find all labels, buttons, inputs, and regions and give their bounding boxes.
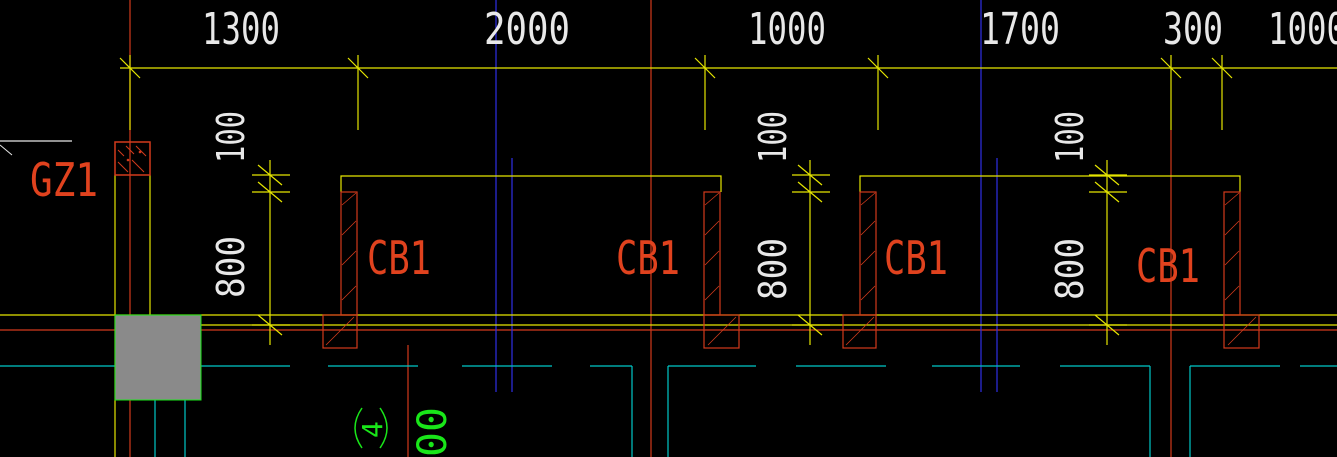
column-label-gz1: GZ1 [30, 153, 98, 207]
vertical-dimensions: 100 800 100 800 100 800 [209, 111, 1092, 300]
green-annotation [354, 407, 388, 449]
dim-100-a: 100 [209, 111, 253, 163]
beam-label-cb1-4: CB1 [1136, 239, 1200, 293]
dimension-1700: 1700 [980, 4, 1060, 55]
dimension-1300: 1300 [202, 4, 280, 55]
gz1-leader-tick [0, 144, 13, 156]
beam-label-cb1-1: CB1 [367, 231, 431, 285]
blue-axis-lines [495, 0, 998, 392]
yellow-lines [0, 55, 1337, 457]
structural-column [114, 314, 202, 401]
dim-800-c: 800 [1048, 238, 1092, 300]
beam-label-cb1-2: CB1 [616, 231, 680, 285]
annotation-green-value: 00 [410, 407, 456, 457]
beam-posts [322, 191, 1260, 349]
dimension-2000: 2000 [484, 4, 570, 55]
dim-100-b: 100 [751, 111, 795, 163]
annotation-circled-number: 4 [356, 421, 389, 438]
dimension-1000-right: 1000 [1268, 4, 1337, 55]
red-labels: GZ1 CB1 CB1 CB1 CB1 [30, 153, 1200, 293]
dimension-1000: 1000 [748, 4, 826, 55]
beam-label-cb1-3: CB1 [884, 231, 948, 285]
top-dimensions: 1300 2000 1000 1700 300 1000 [202, 4, 1337, 55]
dim-800-b: 800 [751, 238, 795, 300]
dim-800-a: 800 [209, 236, 253, 298]
column-gz1-hatch [114, 141, 151, 176]
cyan-wall-lines [0, 365, 1337, 457]
dim-100-c: 100 [1048, 111, 1092, 163]
dimension-300: 300 [1163, 4, 1223, 55]
